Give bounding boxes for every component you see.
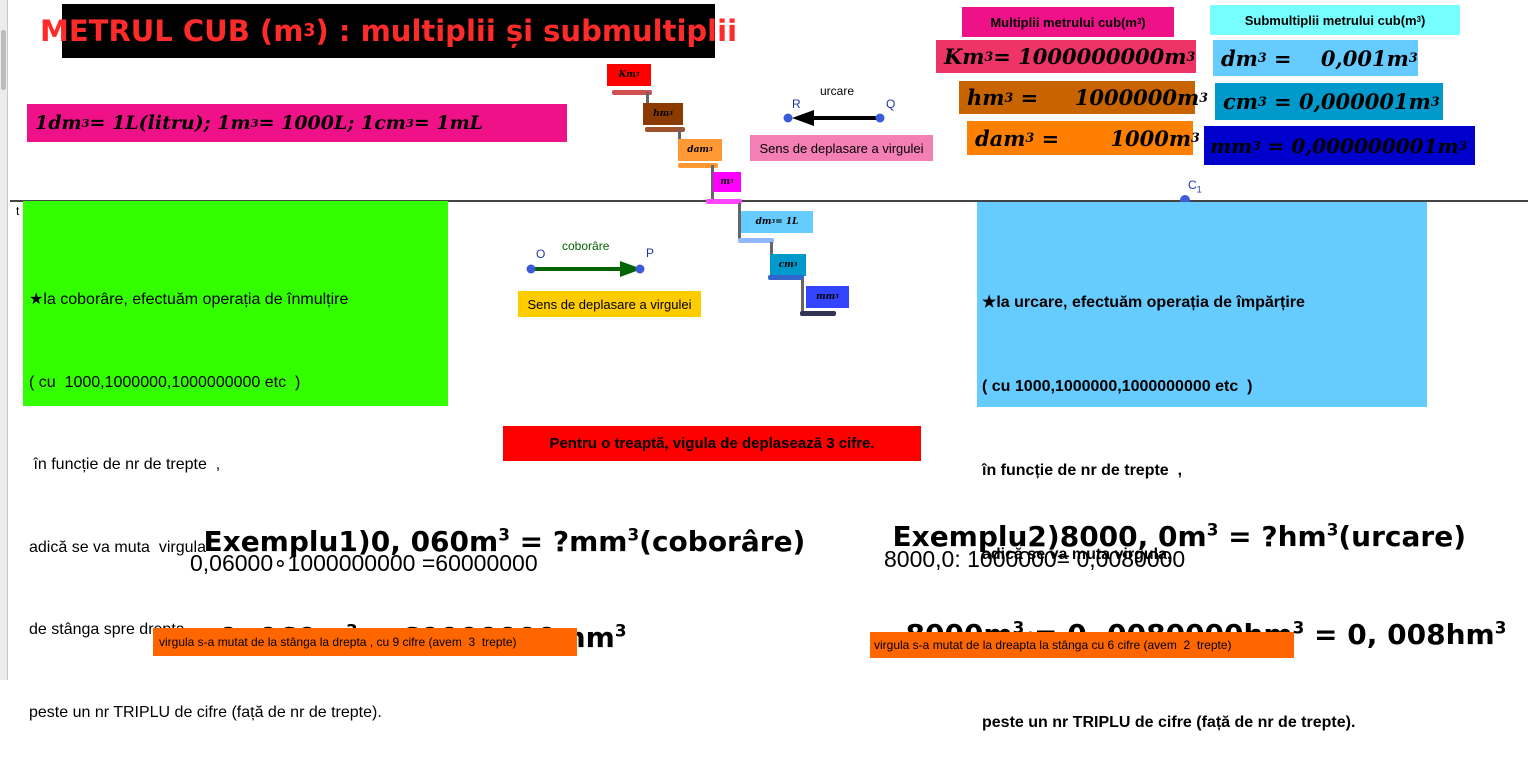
arrow-down-end: P	[646, 246, 655, 260]
arrow-up-vector[interactable]	[780, 90, 900, 130]
shelf-dm	[738, 238, 774, 243]
example1-heading: Exemplu1)0, 060m3 = ?mm3(coborâre)	[203, 524, 806, 558]
eq-part-b: = 1L(litru); 1m	[89, 112, 251, 134]
up-explanation: ★la urcare, efectuăm operația de împărți…	[977, 202, 1427, 731]
down-line-2: ( cu 1000,1000000,1000000000 etc )	[29, 373, 301, 391]
arrow-up-caption: Sens de deplasare a virgulei	[750, 135, 933, 161]
arrow-down-start: O	[536, 247, 546, 261]
scroll-thumb[interactable]	[1, 30, 6, 90]
shelf-cm	[768, 275, 804, 280]
example2-calc: 8000,0: 1000000= 0,0080000	[884, 546, 1186, 572]
riser-cm	[801, 279, 804, 313]
shelf-m	[706, 199, 742, 204]
title-text: METRUL CUB (m	[40, 14, 304, 48]
shelf-dam	[678, 163, 718, 168]
axis-label: t	[16, 204, 20, 218]
arrow-up-label: urcare	[820, 84, 855, 98]
down-explanation: ★la coborâre, efectuăm operația de înmul…	[23, 201, 448, 721]
up-line-6: peste un nr TRIPLU de cifre (față de nr …	[982, 714, 1356, 731]
shelf-mm	[800, 311, 836, 316]
left-border	[0, 0, 8, 680]
up-line-2: ( cu 1000,1000000,1000000000 etc )	[982, 378, 1253, 395]
eq-part-d: = 1mL	[413, 112, 484, 134]
example2-note: virgula s-a mutat de la dreapta la stâng…	[870, 632, 1294, 658]
riser-dam	[711, 165, 714, 199]
point-c1-label: C1	[1188, 178, 1202, 195]
shelf-hm	[645, 127, 685, 132]
example2-heading: Exemplu2)8000, 0m3 = ?hm3(urcare)	[892, 519, 1467, 553]
rule-banner: Pentru o treaptă, vigula de deplasează 3…	[503, 426, 921, 461]
down-line-4: adică se va muta virgula	[29, 538, 206, 556]
eq-part-c: = 1000L; 1cm	[258, 112, 406, 134]
example1-note: virgula s-a mutat de la stânga la drepta…	[153, 628, 577, 656]
arrow-down-label: coborâre	[562, 239, 610, 253]
arrow-up-end: Q	[886, 97, 896, 111]
arrow-down-caption: Sens de deplasare a virgulei	[518, 291, 701, 317]
point-c1[interactable]	[1180, 195, 1190, 205]
down-line-6: peste un nr TRIPLU de cifre (față de nr …	[29, 703, 382, 721]
down-line-1: ★la coborâre, efectuăm operația de înmul…	[29, 291, 349, 308]
arrow-down-vector[interactable]	[520, 252, 660, 284]
shelf-km	[612, 90, 652, 95]
title-rest: ) : multiplii și submultiplii	[315, 14, 738, 48]
eq-part-a: 1dm	[35, 112, 82, 134]
up-line-1: ★la urcare, efectuăm operația de împărți…	[982, 294, 1305, 311]
up-line-4: adică se va muta virgula,	[982, 546, 1172, 563]
axis-line	[10, 200, 1528, 202]
arrow-up-start: R	[792, 97, 801, 111]
riser-m	[738, 203, 741, 239]
up-line-3: în funcție de nr de trepte ,	[982, 462, 1183, 479]
down-line-3: în funcție de nr de trepte ,	[29, 456, 221, 473]
example1-calc: 0,06000∘1000000000 =60000000	[190, 550, 538, 576]
